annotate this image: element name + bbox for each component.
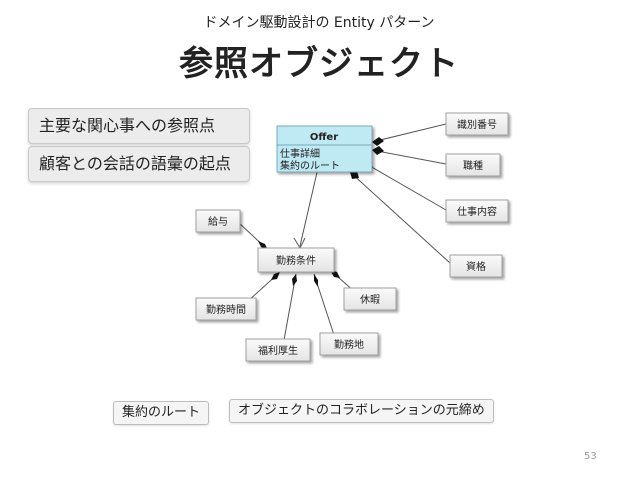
work-terms-child-boxes	[195, 209, 397, 362]
callout-vocabulary-origin: 顧客との会話の語彙の起点	[28, 146, 250, 182]
label-aggregate-root: 集約のルート	[113, 401, 210, 425]
offer-connectors	[299, 123, 451, 264]
slide-subtitle: ドメイン駆動設計の Entity パターン	[203, 15, 435, 31]
offer-attribute-aggregate-root: 集約のルート	[280, 159, 340, 172]
class-vacation: 休暇	[360, 294, 380, 306]
class-work-location: 勤務地	[334, 338, 364, 351]
class-working-hours: 勤務時間	[206, 303, 246, 316]
offer-attribute-detail: 仕事詳細	[280, 147, 320, 160]
page-number: 53	[584, 451, 597, 462]
callout-reference-point: 主要な関心事への参照点	[28, 108, 250, 144]
class-job-content: 仕事内容	[457, 205, 497, 218]
class-welfare: 福利厚生	[258, 344, 298, 357]
class-salary: 給与	[208, 215, 228, 228]
slide-title: 参照オブジェクト	[179, 44, 459, 84]
association-arrowhead	[293, 237, 306, 250]
offer-child-boxes	[445, 112, 509, 278]
class-qualification: 資格	[466, 260, 486, 273]
offer-class-name: Offer	[310, 132, 338, 143]
work-terms-class-box	[257, 247, 335, 273]
class-identification-number: 識別番号	[457, 118, 497, 131]
label-collaboration-master: オブジェクトのコラボレーションの元締め	[229, 399, 494, 423]
offer-class-box	[276, 125, 373, 173]
class-work-terms: 勤務条件	[276, 254, 316, 267]
class-job-type: 職種	[463, 159, 483, 172]
